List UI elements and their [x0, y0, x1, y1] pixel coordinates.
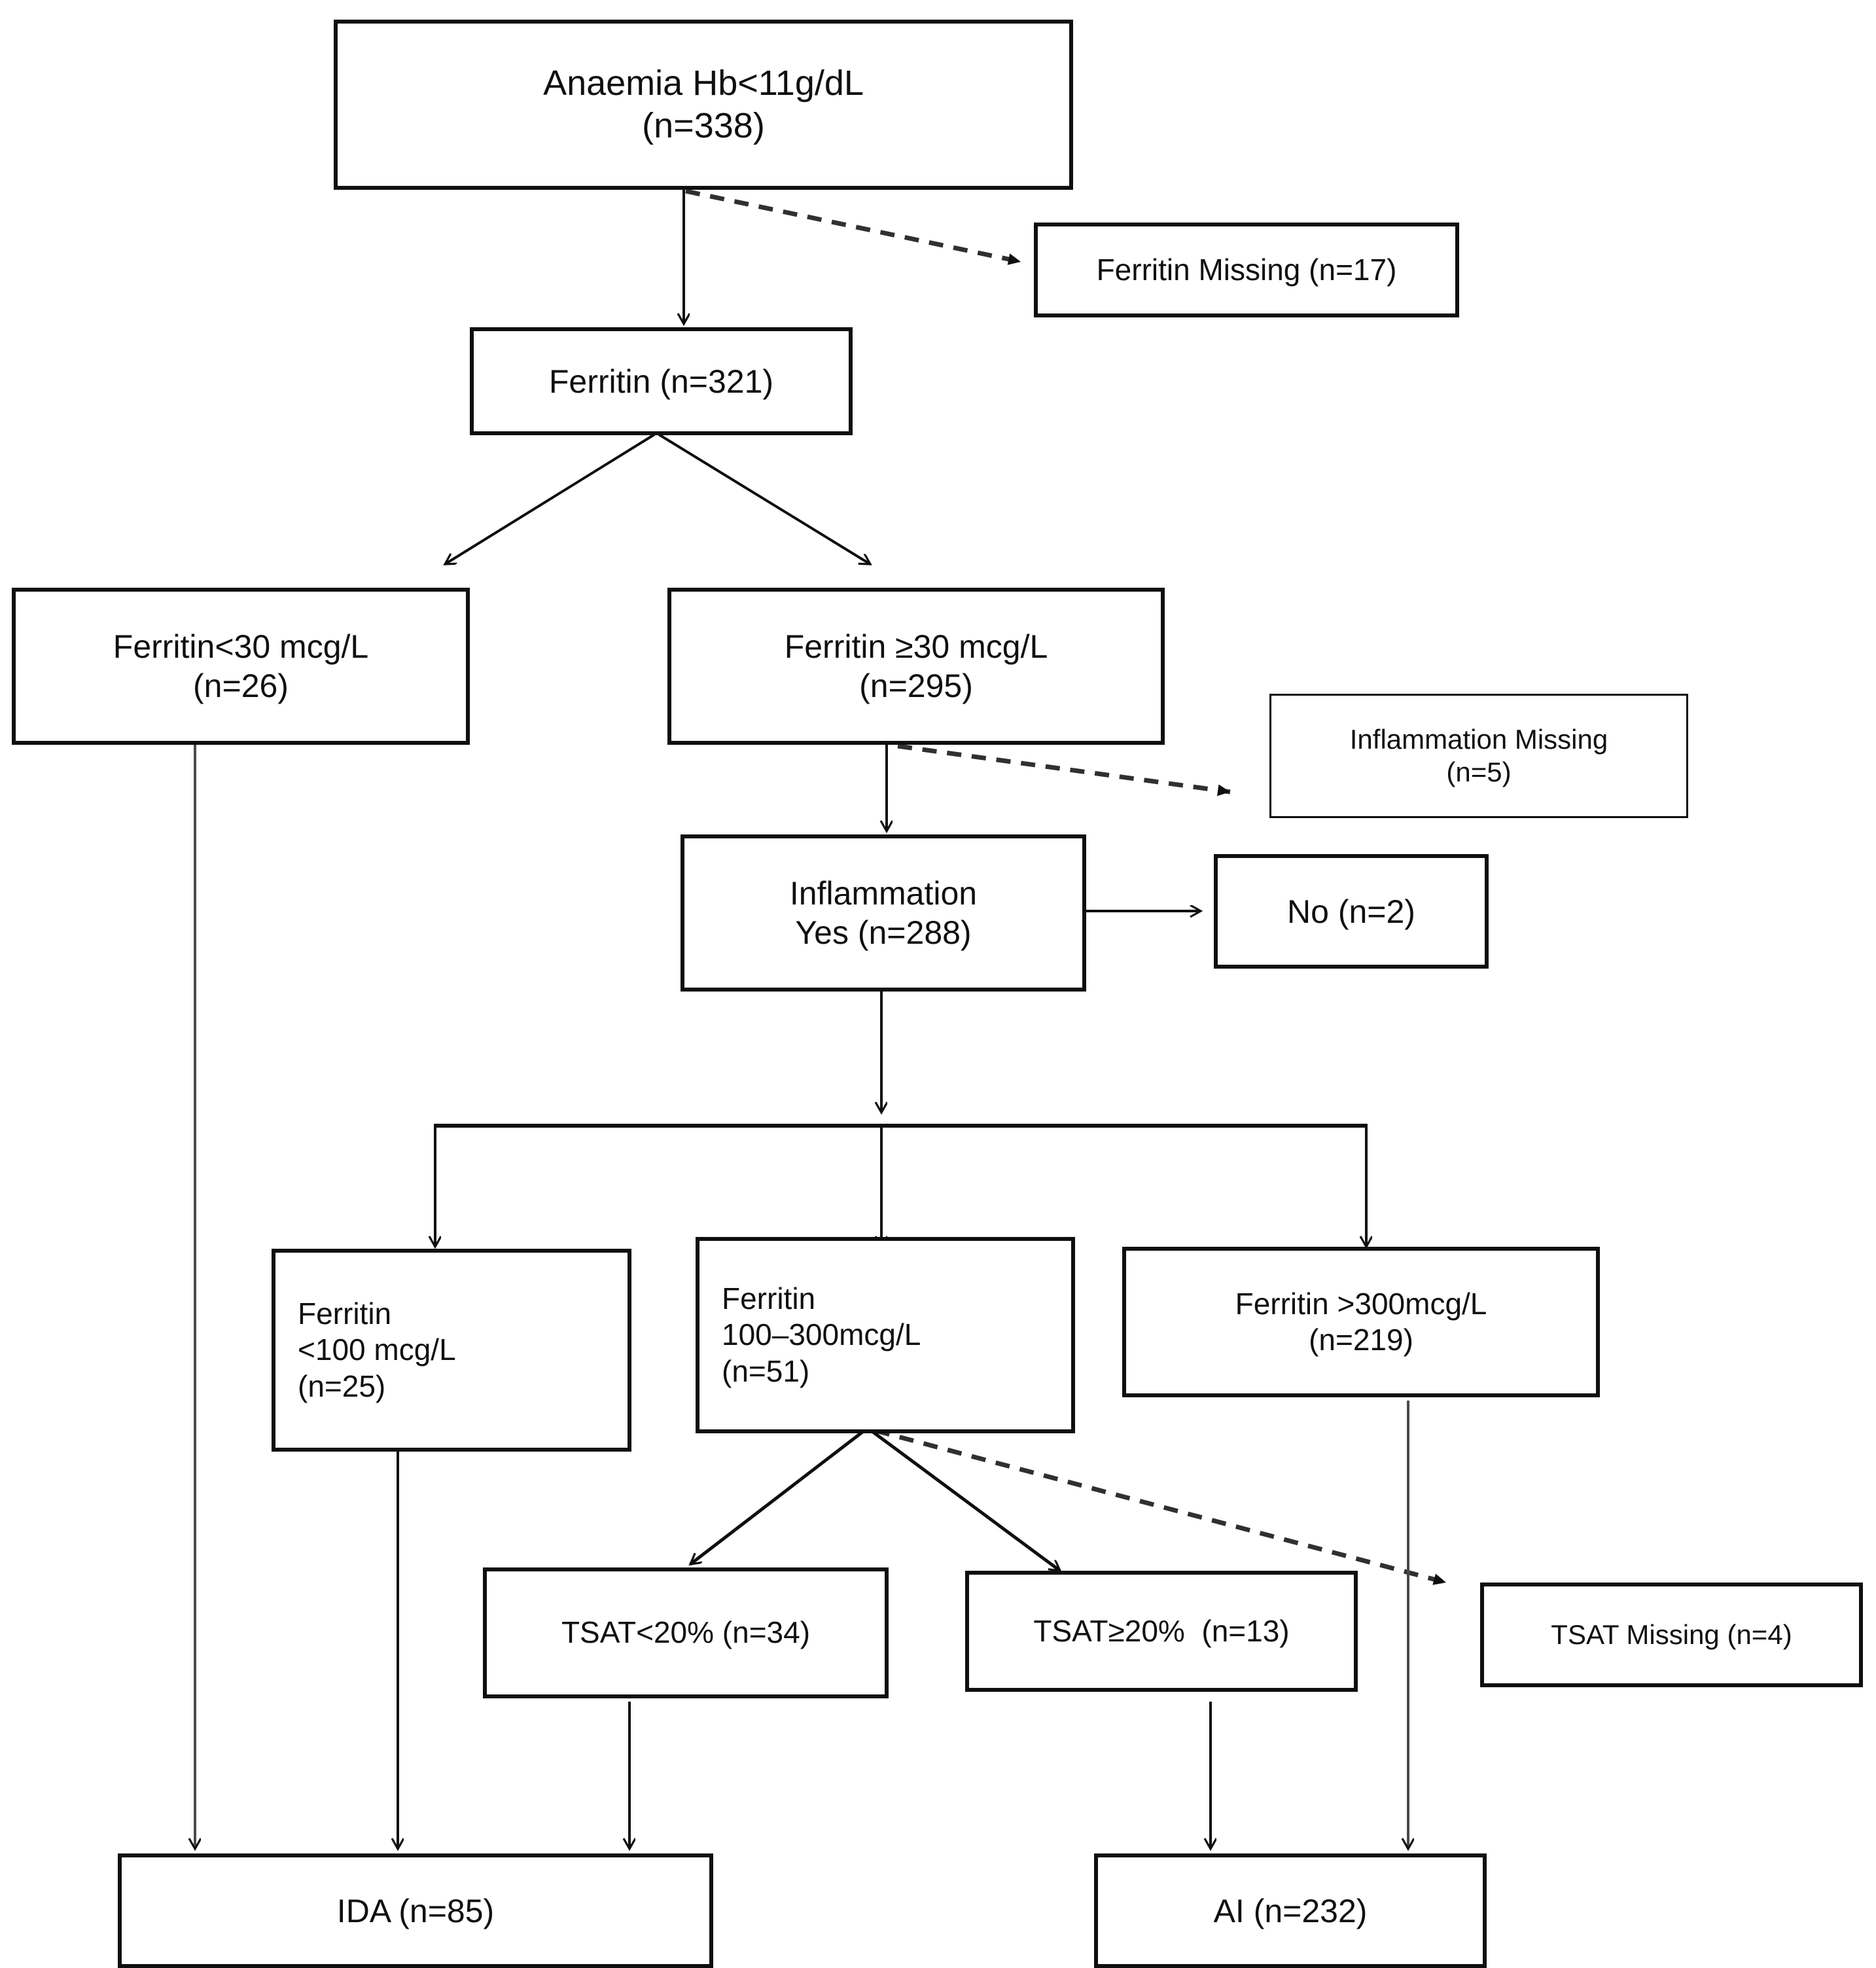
node-inflammation-missing-line-2: (n=5)	[1446, 757, 1512, 787]
edge-ferritin-lt30	[445, 433, 656, 564]
node-inflammation-yes-line-2: Yes (n=288)	[795, 914, 972, 951]
node-inflammation-yes-line-1: Inflammation	[789, 875, 978, 912]
edge-f100300-tsat-ge20	[869, 1428, 1060, 1573]
node-ferritin-lt30-line-2: (n=26)	[193, 668, 289, 704]
node-ferritin-lt100-line-1: Ferritin	[298, 1297, 392, 1331]
node-anaemia-line-2: (n=338)	[642, 106, 765, 145]
node-ferritin-ge30-line-2: (n=295)	[859, 668, 973, 704]
node-ferritin-lt30[interactable]: Ferritin<30 mcg/L (n=26)	[12, 588, 470, 745]
node-tsat-ge20[interactable]: TSAT≥20% (n=13)	[965, 1571, 1358, 1692]
node-ferritin-lt100-line-2: <100 mcg/L	[298, 1333, 456, 1367]
node-anaemia[interactable]: Anaemia Hb<11g/dL (n=338)	[334, 20, 1073, 190]
node-ferritin-lt100[interactable]: Ferritin <100 mcg/L (n=25)	[272, 1249, 631, 1452]
node-ferritin[interactable]: Ferritin (n=321)	[470, 327, 853, 435]
node-tsat-missing[interactable]: TSAT Missing (n=4)	[1480, 1583, 1863, 1687]
node-ferritin-gt300[interactable]: Ferritin >300mcg/L (n=219)	[1122, 1247, 1600, 1397]
node-ferritin-line-1: Ferritin (n=321)	[548, 363, 774, 400]
node-ferritin-100-300-line-3: (n=51)	[722, 1353, 810, 1388]
edge-f100300-tsat-missing	[875, 1428, 1447, 1585]
node-ferritin-ge30[interactable]: Ferritin ≥30 mcg/L (n=295)	[667, 588, 1165, 745]
edge-f100300-tsat-lt20	[690, 1429, 866, 1564]
node-ida[interactable]: IDA (n=85)	[118, 1853, 713, 1968]
node-inflammation-missing-line-1: Inflammation Missing	[1349, 723, 1608, 755]
node-ferritin-ge30-line-1: Ferritin ≥30 mcg/L	[784, 628, 1048, 665]
node-ida-line-1: IDA (n=85)	[336, 1892, 495, 1929]
node-inflammation-yes[interactable]: Inflammation Yes (n=288)	[681, 834, 1086, 992]
node-anaemia-line-1: Anaemia Hb<11g/dL	[543, 63, 864, 103]
node-inflammation-no-line-1: No (n=2)	[1287, 893, 1415, 930]
edge-anaemia-ferritin-missing	[685, 188, 1021, 265]
node-ferritin-lt30-line-1: Ferritin<30 mcg/L	[113, 628, 369, 665]
node-ferritin-100-300[interactable]: Ferritin 100–300mcg/L (n=51)	[696, 1237, 1075, 1433]
node-ai-line-1: AI (n=232)	[1213, 1892, 1368, 1929]
node-inflammation-missing[interactable]: Inflammation Missing (n=5)	[1269, 694, 1688, 818]
node-tsat-lt20-line-1: TSAT<20% (n=34)	[561, 1615, 811, 1650]
node-ferritin-gt300-line-1: Ferritin >300mcg/L	[1235, 1286, 1487, 1321]
edge-ferritin-ge30	[658, 433, 870, 564]
node-tsat-ge20-line-1: TSAT≥20% (n=13)	[1033, 1613, 1290, 1648]
node-ferritin-missing-line-1: Ferritin Missing (n=17)	[1096, 252, 1397, 287]
node-ferritin-100-300-line-2: 100–300mcg/L	[722, 1317, 921, 1352]
edge-ge30-inflammation-missing	[897, 743, 1231, 796]
node-inflammation-no[interactable]: No (n=2)	[1214, 854, 1489, 969]
node-ferritin-gt300-line-2: (n=219)	[1309, 1323, 1413, 1357]
node-ferritin-lt100-line-3: (n=25)	[298, 1369, 386, 1403]
node-ai[interactable]: AI (n=232)	[1094, 1853, 1487, 1968]
node-tsat-lt20[interactable]: TSAT<20% (n=34)	[483, 1567, 889, 1698]
node-tsat-missing-line-1: TSAT Missing (n=4)	[1551, 1619, 1792, 1650]
node-ferritin-missing[interactable]: Ferritin Missing (n=17)	[1034, 223, 1459, 317]
node-ferritin-100-300-line-1: Ferritin	[722, 1281, 816, 1316]
